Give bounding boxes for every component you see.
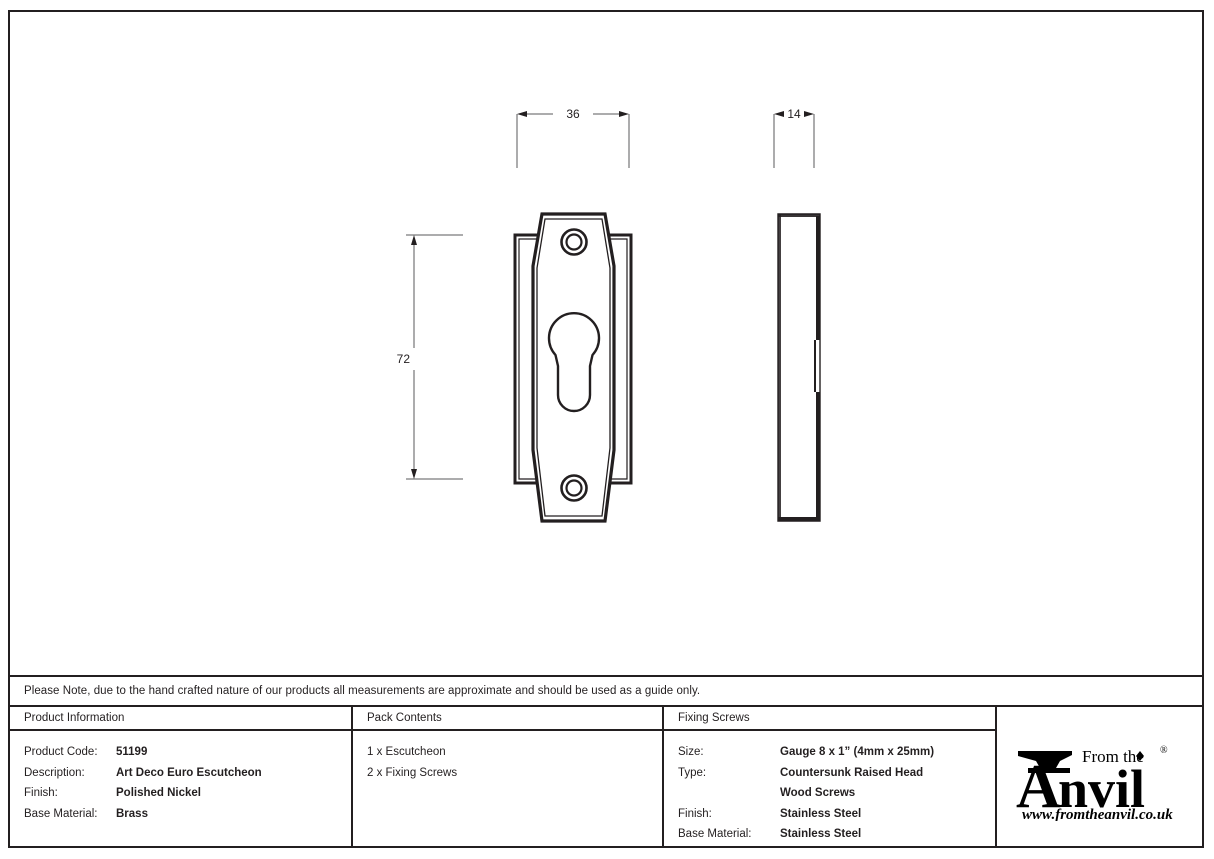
spec-row-finish: Finish: Polished Nickel xyxy=(10,783,351,804)
screw-base-material-label: Base Material: xyxy=(678,828,752,840)
screw-type-value: Countersunk Raised Head xyxy=(780,766,924,779)
screw-type-continued-value: Wood Screws xyxy=(780,787,856,799)
column-pack-contents: Pack Contents 1 x Escutcheon 2 x Fixing … xyxy=(351,707,662,848)
dimension-label-height: 72 xyxy=(397,352,411,366)
side-edge-recess xyxy=(814,340,816,392)
dimension-height-72: 72 xyxy=(397,234,463,480)
column-fixing-screws: Fixing Screws Size: Gauge 8 x 1” (4mm x … xyxy=(662,707,995,848)
product-information-header-label: Product Information xyxy=(24,712,125,724)
spec-row-screw-type-continued: Type: Wood Screws xyxy=(664,783,995,804)
sheet-border xyxy=(8,10,1204,848)
spec-row-screw-size: Size: Gauge 8 x 1” (4mm x 25mm) xyxy=(664,742,995,763)
from-the-anvil-logo: A nvil From the ® www.fromtheanvil.co.uk xyxy=(1016,745,1173,821)
pack-contents-body: 1 x Escutcheon 2 x Fixing Screws xyxy=(353,731,662,783)
measurement-note: Please Note, due to the hand crafted nat… xyxy=(24,685,701,697)
logo-word-nvil: nvil xyxy=(1058,759,1145,819)
dimension-label-thickness: 14 xyxy=(787,107,801,121)
brand-logo: A nvil From the ® www.fromtheanvil.co.uk xyxy=(997,707,1202,848)
fixing-screws-header: Fixing Screws xyxy=(664,707,995,731)
finish-label: Finish: xyxy=(24,787,58,799)
front-view xyxy=(513,212,633,523)
dimension-width-36: 36 xyxy=(516,107,630,168)
pack-contents-line: 2 x Fixing Screws xyxy=(367,766,458,779)
information-table: Product Information Product Code: 51199 … xyxy=(10,705,1202,848)
euro-keyhole-outline xyxy=(547,311,601,413)
logo-website: www.fromtheanvil.co.uk xyxy=(1022,807,1173,821)
dimension-thickness-14: 14 xyxy=(773,107,815,168)
product-code-value: 51199 xyxy=(116,746,148,758)
screw-finish-label: Finish: xyxy=(678,807,712,820)
spec-row-screw-finish: Finish: Stainless Steel xyxy=(664,804,995,825)
spec-row-screw-type: Type: Countersunk Raised Head xyxy=(664,763,995,784)
side-edge-bottom xyxy=(778,517,820,521)
spec-row-description: Description: Art Deco Euro Escutcheon xyxy=(10,763,351,784)
side-edge-top xyxy=(778,214,820,217)
logo-from-the: From the xyxy=(1082,747,1144,766)
description-value: Art Deco Euro Escutcheon xyxy=(116,766,262,779)
diamond-dot-icon xyxy=(1135,750,1144,761)
finish-value: Polished Nickel xyxy=(116,787,202,799)
screw-hole-bottom xyxy=(560,474,588,502)
fixing-screws-header-label: Fixing Screws xyxy=(678,712,750,724)
measurement-note-row: Please Note, due to the hand crafted nat… xyxy=(10,675,1202,705)
side-edge-left xyxy=(778,214,781,521)
product-information-body: Product Code: 51199 Description: Art Dec… xyxy=(10,731,351,824)
technical-drawing: 36 14 72 xyxy=(397,107,821,523)
base-material-value: Brass xyxy=(116,807,148,820)
base-material-label: Base Material: xyxy=(24,807,98,820)
dimension-label-width: 36 xyxy=(566,107,580,121)
side-edge-upper xyxy=(816,216,820,340)
screw-size-value: Gauge 8 x 1” (4mm x 25mm) xyxy=(780,746,935,758)
anvil-icon xyxy=(1017,750,1072,773)
side-edge-lower xyxy=(816,392,820,519)
pack-contents-header: Pack Contents xyxy=(353,707,662,731)
description-label: Description: xyxy=(24,766,85,779)
product-information-header: Product Information xyxy=(10,707,351,731)
screw-type-label: Type: xyxy=(678,766,707,779)
side-profile-body xyxy=(777,213,821,522)
backplate-bevel xyxy=(536,218,611,517)
logo-registered-mark: ® xyxy=(1160,745,1168,756)
screw-size-label: Size: xyxy=(678,746,704,758)
pack-contents-line: 1 x Escutcheon xyxy=(367,746,446,758)
logo-letter-a: A xyxy=(1016,753,1061,821)
pack-contents-header-label: Pack Contents xyxy=(367,712,442,724)
fixing-screws-body: Size: Gauge 8 x 1” (4mm x 25mm) Type: Co… xyxy=(664,731,995,845)
screw-base-material-value: Stainless Steel xyxy=(780,828,862,840)
side-view xyxy=(777,213,821,522)
column-product-information: Product Information Product Code: 51199 … xyxy=(10,707,351,848)
screw-hole-top xyxy=(560,228,588,256)
product-code-label: Product Code: xyxy=(24,746,98,758)
screw-finish-value: Stainless Steel xyxy=(780,807,862,820)
spec-row-product-code: Product Code: 51199 xyxy=(10,742,351,763)
column-logo: A nvil From the ® www.fromtheanvil.co.uk xyxy=(995,707,1202,848)
spec-row-screw-base-material: Base Material: Stainless Steel xyxy=(664,824,995,845)
spec-row-base-material: Base Material: Brass xyxy=(10,804,351,825)
